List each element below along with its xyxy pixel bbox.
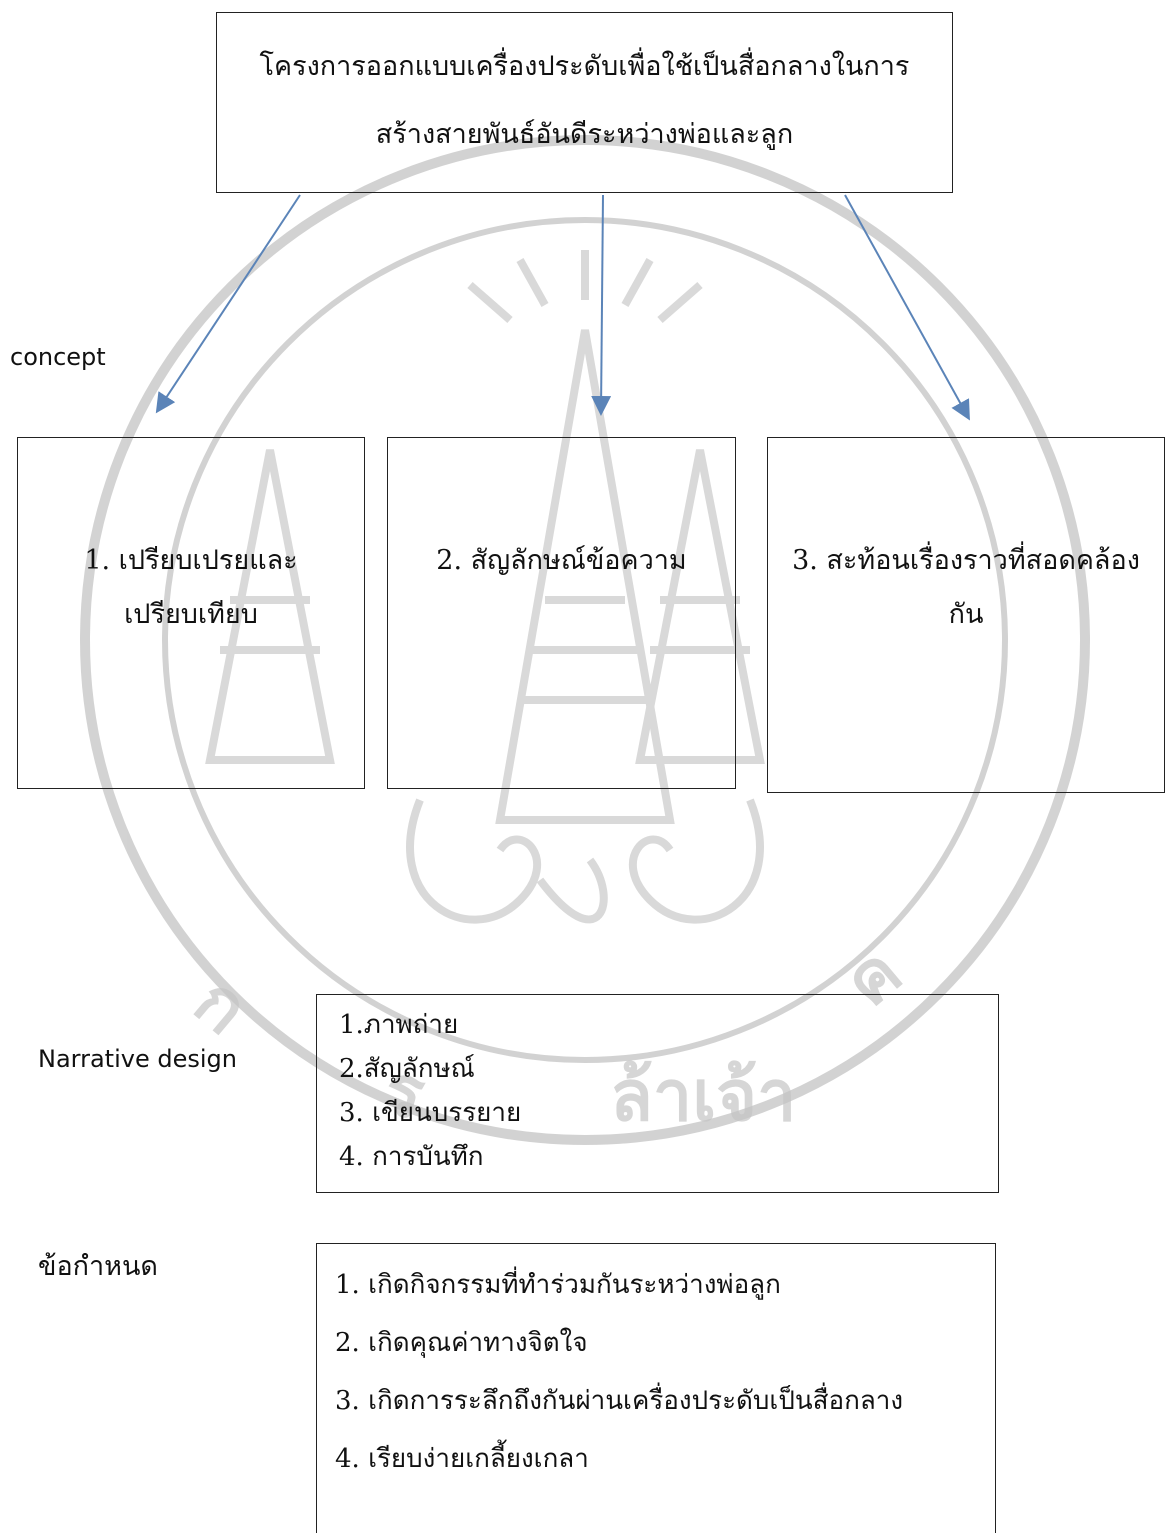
concept-box-2-line-1: 2. สัญลักษณ์ข้อความ xyxy=(436,545,687,576)
requirement-item-4: 4. เรียบง่ายเกลี้ยงเกลา xyxy=(335,1444,589,1474)
narrative-item-4: 4. การบันทึก xyxy=(339,1142,484,1172)
concept-box-2: 2. สัญลักษณ์ข้อความ xyxy=(387,437,736,789)
narrative-item-1: 1.ภาพถ่าย xyxy=(339,1010,459,1040)
arrow-to-concept-1 xyxy=(155,194,301,414)
concept-box-3: 3. สะท้อนเรื่องราวที่สอดคล้อง กัน xyxy=(767,437,1165,793)
svg-text:ก: ก xyxy=(179,960,264,1050)
concept-box-3-line-1: 3. สะท้อนเรื่องราวที่สอดคล้อง xyxy=(792,545,1140,576)
narrative-box: 1.ภาพถ่าย 2.สัญลักษณ์ 3. เขียนบรรยาย 4. … xyxy=(316,994,999,1193)
concept-box-3-line-2: กัน xyxy=(948,599,984,630)
concept-label: concept xyxy=(10,343,106,371)
requirement-item-2: 2. เกิดคุณค่าทางจิตใจ xyxy=(335,1328,588,1358)
narrative-label: Narrative design xyxy=(38,1045,237,1073)
title-box: โครงการออกแบบเครื่องประดับเพื่อใช้เป็นสื… xyxy=(216,12,953,193)
narrative-item-3: 3. เขียนบรรยาย xyxy=(339,1098,522,1128)
requirement-item-3: 3. เกิดการระลึกถึงกันผ่านเครื่องประดับเป… xyxy=(335,1386,904,1416)
requirement-item-1: 1. เกิดกิจกรรมที่ทำร่วมกันระหว่างพ่อลูก xyxy=(335,1270,781,1300)
title-line-1: โครงการออกแบบเครื่องประดับเพื่อใช้เป็นสื… xyxy=(259,51,910,82)
concept-box-1: 1. เปรียบเปรยและ เปรียบเทียบ xyxy=(17,437,365,789)
requirements-label: ข้อกำหนด xyxy=(38,1251,158,1282)
arrow-to-concept-3 xyxy=(844,194,970,421)
concept-box-1-line-1: 1. เปรียบเปรยและ xyxy=(84,545,298,576)
title-line-2: สร้างสายพันธ์อันดีระหว่างพ่อและลูก xyxy=(375,119,794,150)
arrow-to-concept-2 xyxy=(591,194,612,416)
requirements-box: 1. เกิดกิจกรรมที่ทำร่วมกันระหว่างพ่อลูก … xyxy=(316,1243,996,1533)
narrative-item-2: 2.สัญลักษณ์ xyxy=(339,1054,475,1084)
concept-box-1-line-2: เปรียบเทียบ xyxy=(124,599,258,630)
